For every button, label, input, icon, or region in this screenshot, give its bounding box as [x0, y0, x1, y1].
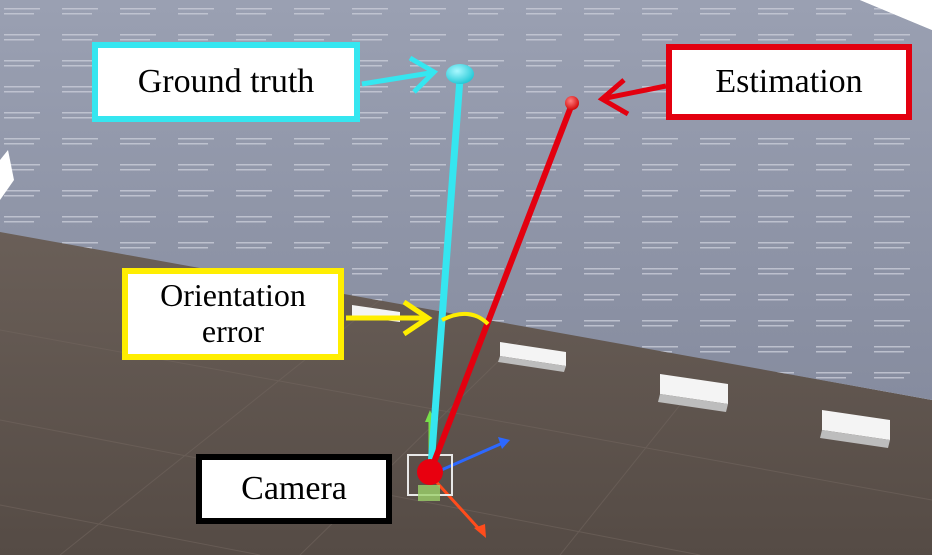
orientation-text-line2: error: [201, 313, 265, 349]
estimation-point: [565, 96, 579, 110]
orientation-text-line1: Orientation: [160, 277, 306, 314]
ground-truth-arrow: [361, 55, 439, 94]
estimation-label: Estimation: [666, 44, 912, 120]
camera-label: Camera: [196, 454, 392, 524]
ground-truth-point: [446, 64, 474, 84]
estimation-arrow: [597, 78, 667, 117]
wall-edge-highlight: [0, 150, 14, 200]
camera-text: Camera: [241, 469, 347, 507]
estimation-text: Estimation: [715, 62, 863, 100]
ground-truth-label: Ground truth: [92, 42, 360, 122]
ground-truth-text: Ground truth: [137, 62, 315, 100]
ground-truth-ray: [427, 77, 464, 467]
orientation-error-label: Orientation error: [122, 268, 344, 360]
estimation-ray: [428, 102, 575, 472]
camera-origin: [417, 459, 443, 485]
base-blocks: [352, 305, 890, 448]
orientation-error-arrow: [346, 299, 433, 337]
orientation-error-arc: [441, 312, 490, 326]
wall-corner: [860, 0, 932, 30]
